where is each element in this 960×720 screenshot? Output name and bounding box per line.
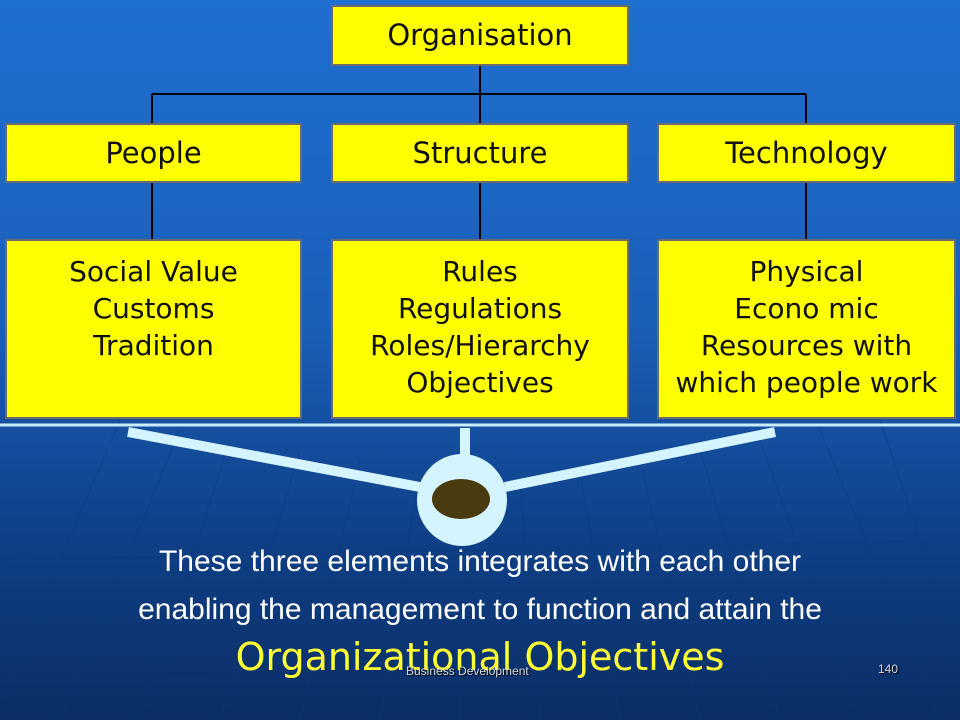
organisation-box: Organisation xyxy=(331,5,629,66)
organizational-objectives-text: Organizational Objectives xyxy=(235,635,725,679)
technology-box: Technology xyxy=(657,123,956,183)
people-details-box: Social Value Customs Tradition xyxy=(5,239,302,419)
people-detail-line: Customs xyxy=(92,292,215,325)
people-detail-line: Social Value xyxy=(69,255,238,288)
people-detail-line: Tradition xyxy=(93,329,214,362)
caption-line-2: enabling the management to function and … xyxy=(138,593,822,626)
people-box: People xyxy=(5,123,302,183)
technology-detail-line: which people work xyxy=(675,366,938,399)
structure-detail-line: Regulations xyxy=(397,292,563,325)
structure-detail-line: Objectives xyxy=(406,366,554,399)
structure-label: Structure xyxy=(412,136,548,170)
integration-hub-core xyxy=(432,479,490,519)
page-number: 140 xyxy=(878,662,899,676)
caption-line-1: These three elements integrates with eac… xyxy=(158,545,802,578)
technology-detail-line: Resources with xyxy=(700,329,913,362)
organisation-label: Organisation xyxy=(387,18,573,52)
structure-details-box: Rules Regulations Roles/Hierarchy Object… xyxy=(331,239,629,419)
technology-detail-line: Econo mic xyxy=(734,292,879,325)
technology-detail-line: Physical xyxy=(749,255,864,288)
technology-details-box: Physical Econo mic Resources with which … xyxy=(657,239,956,419)
funnel-right-line xyxy=(504,427,776,492)
funnel-left-line xyxy=(127,427,421,492)
structure-box: Structure xyxy=(331,123,629,183)
structure-detail-line: Rules xyxy=(442,255,518,288)
technology-label: Technology xyxy=(725,136,888,170)
structure-detail-line: Roles/Hierarchy xyxy=(370,329,590,362)
people-label: People xyxy=(105,136,202,170)
footer-label: Business Development xyxy=(406,664,529,678)
